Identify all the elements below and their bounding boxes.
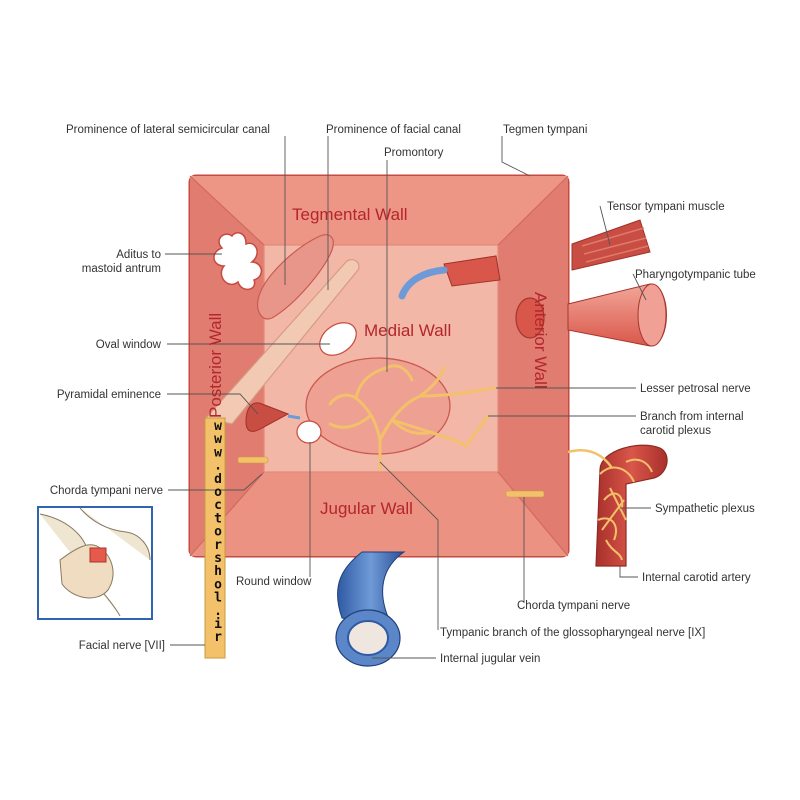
label-branch-2: carotid plexus (640, 425, 711, 437)
label-facial-nerve: Facial nerve [VII] (79, 640, 165, 652)
label-pyramidal: Pyramidal eminence (57, 389, 161, 401)
leader-lines (165, 136, 651, 659)
label-promontory: Promontory (384, 147, 444, 159)
promontory-bulge (305, 357, 451, 455)
lateral-canal-prominence (257, 234, 334, 320)
round-window (296, 420, 322, 444)
internal-carotid-artery (567, 444, 668, 567)
facial-nerve (204, 417, 226, 659)
chorda-tympani-left (237, 456, 269, 464)
pyramidal-eminence (245, 402, 290, 432)
oval-window (319, 322, 357, 356)
label-lesser-petrosal: Lesser petrosal nerve (640, 383, 751, 395)
label-branch-1: Branch from internal (640, 411, 744, 423)
label-tegmen: Tegmen tympani (503, 124, 587, 136)
jugular-wall-title: Jugular Wall (320, 499, 413, 518)
anterior-wall-face (498, 176, 568, 556)
label-tube: Pharyngotympanic tube (635, 269, 756, 281)
chorda-tympani-right (505, 490, 545, 498)
label-internal-carotid: Internal carotid artery (642, 572, 751, 584)
posterior-wall-title: Posterior Wall (206, 313, 225, 418)
aditus-opening (213, 231, 263, 291)
label-oval-window: Oval window (96, 339, 162, 351)
tensor-tympani-inner (443, 255, 501, 287)
internal-jugular-vein (335, 551, 406, 667)
medial-wall-title: Medial Wall (364, 321, 451, 340)
label-aditus-1: Aditus to (116, 249, 161, 261)
facial-canal-prominence (204, 258, 360, 425)
carotid-plexus-branch (464, 415, 490, 447)
label-chorda-right: Chorda tympani nerve (517, 600, 630, 612)
label-aditus-2: mastoid antrum (82, 263, 161, 275)
label-round-window: Round window (236, 576, 312, 588)
tube-opening (515, 297, 545, 339)
label-chorda-left: Chorda tympani nerve (50, 485, 163, 497)
tegmental-wall-title: Tegmental Wall (292, 205, 408, 224)
label-ijv: Internal jugular vein (440, 653, 540, 665)
jugular-wall-face (190, 472, 568, 556)
label-facial-canal: Prominence of facial canal (326, 124, 461, 136)
tympanic-plexus (328, 364, 496, 472)
label-sympathetic: Sympathetic plexus (655, 503, 755, 515)
label-tensor: Tensor tympani muscle (607, 201, 725, 213)
tegmental-wall-face (190, 176, 568, 245)
label-lateral-canal: Prominence of lateral semicircular canal (66, 124, 270, 136)
label-tympanic-branch: Tympanic branch of the glossopharyngeal … (440, 627, 705, 639)
orientation-inset (37, 506, 153, 620)
anterior-wall-title: Anterior Wall (531, 292, 550, 389)
